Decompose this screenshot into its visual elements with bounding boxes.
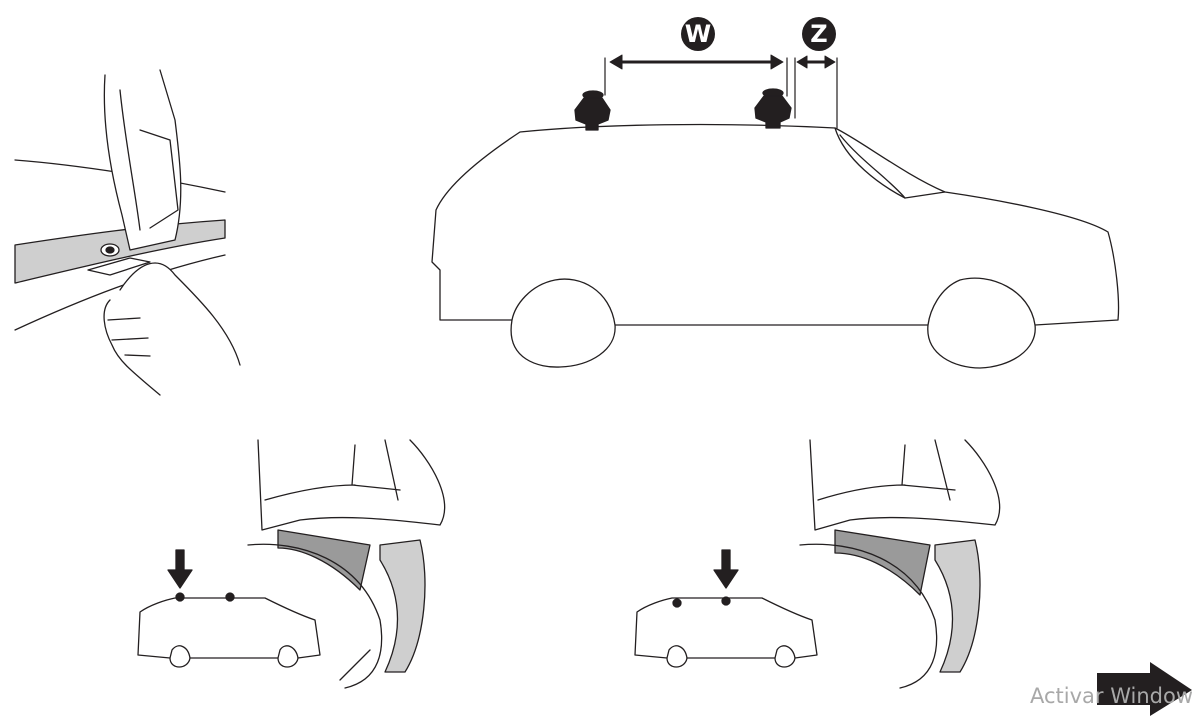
dimension-z-label: Z [802, 17, 836, 51]
dimension-w-label: W [681, 17, 715, 51]
next-arrow-icon[interactable] [1097, 662, 1192, 716]
activation-watermark: Activar Windows [1030, 684, 1192, 708]
car-side-view [431, 123, 1120, 369]
foot-closeup-left [247, 439, 446, 689]
roof-foot-rear [574, 90, 611, 131]
dimension-z [794, 55, 838, 129]
small-car-right [634, 549, 818, 668]
small-car-left [137, 549, 321, 668]
rail-detail-panel [14, 69, 241, 396]
foot-closeup-right [799, 439, 1001, 689]
dimension-w [604, 54, 788, 97]
roof-foot-front [754, 88, 792, 129]
